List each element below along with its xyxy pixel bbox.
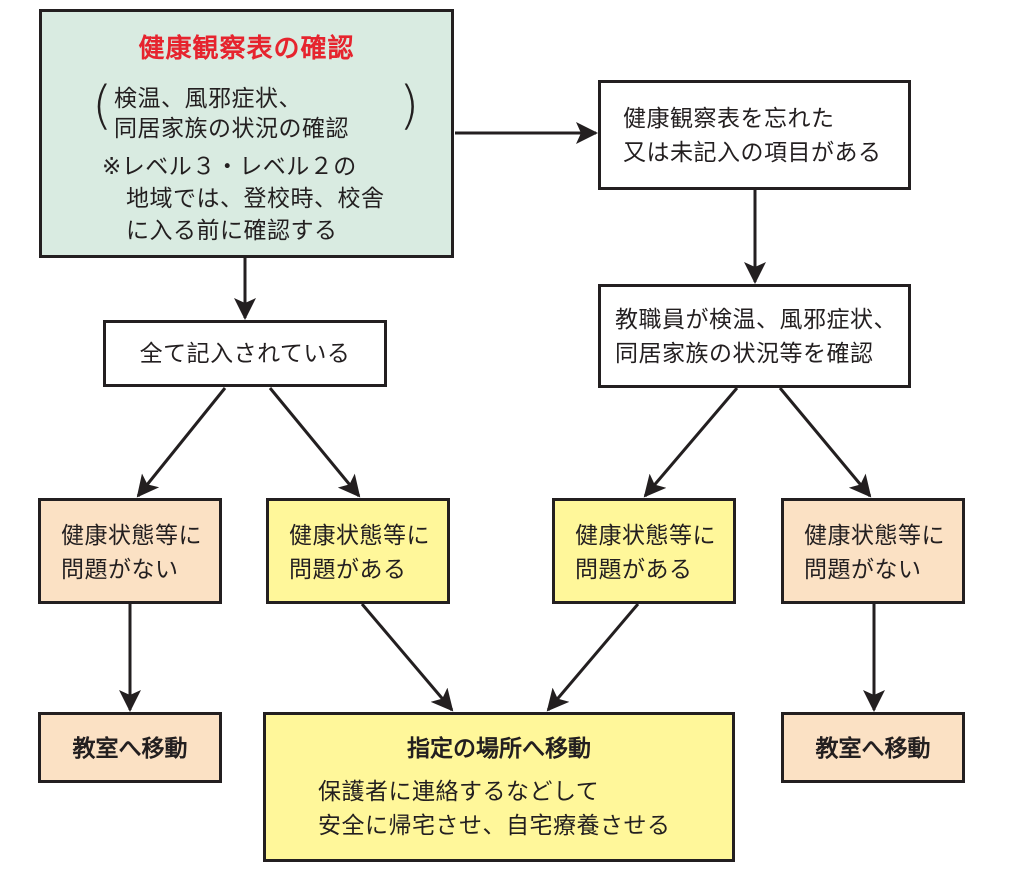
classroom-right-label: 教室へ移動 xyxy=(815,736,931,762)
forgot-line1: 健康観察表を忘れた xyxy=(623,106,835,132)
arrow-staff-to-ng-right xyxy=(643,387,739,498)
start-paren-line2: 同居家族の状況の確認 xyxy=(114,116,349,142)
classroom-left-label: 教室へ移動 xyxy=(72,736,188,762)
arrow-filled-to-ng-left xyxy=(268,387,361,498)
staff-check-line1: 教職員が検温、風邪症状、 xyxy=(615,307,897,333)
all-filled-label: 全て記入されている xyxy=(139,341,351,367)
paren-close: ) xyxy=(399,76,420,136)
forgot-box: 健康観察表を忘れた 又は未記入の項目がある xyxy=(598,80,911,190)
outcome-ng-left-line1: 健康状態等に xyxy=(289,523,430,549)
outcome-ok-right-line1: 健康状態等に xyxy=(804,523,945,549)
staff-check-line2: 同居家族の状況等を確認 xyxy=(615,341,874,367)
all-filled-box: 全て記入されている xyxy=(103,320,387,387)
designated-place-box: 指定の場所へ移動 保護者に連絡するなどして 安全に帰宅させ、自宅療養させる xyxy=(263,712,735,862)
start-note-line1: ※レベル３・レベル２の xyxy=(102,154,357,180)
designated-line1: 保護者に連絡するなどして xyxy=(318,779,600,805)
forgot-line2: 又は未記入の項目がある xyxy=(623,140,882,166)
start-title: 健康観察表の確認 xyxy=(138,34,355,64)
outcome-ng-right-box: 健康状態等に 問題がある xyxy=(552,498,736,604)
outcome-ok-left-line1: 健康状態等に xyxy=(61,523,202,549)
arrow-filled-to-ok-left xyxy=(136,387,227,498)
staff-check-box: 教職員が検温、風邪症状、 同居家族の状況等を確認 xyxy=(598,284,911,388)
start-note-line3: に入る前に確認する xyxy=(126,218,338,244)
classroom-right-box: 教室へ移動 xyxy=(781,712,965,783)
outcome-ng-right-line2: 問題がある xyxy=(575,557,693,583)
outcome-ok-left-box: 健康状態等に 問題がない xyxy=(38,498,222,604)
arrow-ng-left-to-designated xyxy=(360,603,454,712)
start-note-line2: 地域では、登校時、校舎 xyxy=(126,186,385,212)
designated-line2: 安全に帰宅させ、自宅療養させる xyxy=(318,813,671,839)
start-paren-line1: 検温、風邪症状、 xyxy=(114,86,302,112)
outcome-ok-right-box: 健康状態等に 問題がない xyxy=(781,498,965,604)
health-check-start-box: 健康観察表の確認 ( 検温、風邪症状、 同居家族の状況の確認 ) ※レベル３・レ… xyxy=(39,9,454,258)
arrow-ng-right-to-designated xyxy=(546,603,640,712)
outcome-ng-right-line1: 健康状態等に xyxy=(575,523,716,549)
paren-open: ( xyxy=(92,76,113,136)
outcome-ok-right-line2: 問題がない xyxy=(804,557,922,583)
arrow-staff-to-ok-right xyxy=(778,387,872,498)
outcome-ok-left-line2: 問題がない xyxy=(61,557,179,583)
outcome-ng-left-line2: 問題がある xyxy=(289,557,407,583)
outcome-ng-left-box: 健康状態等に 問題がある xyxy=(266,498,450,604)
classroom-left-box: 教室へ移動 xyxy=(38,712,222,783)
designated-title: 指定の場所へ移動 xyxy=(407,736,591,762)
